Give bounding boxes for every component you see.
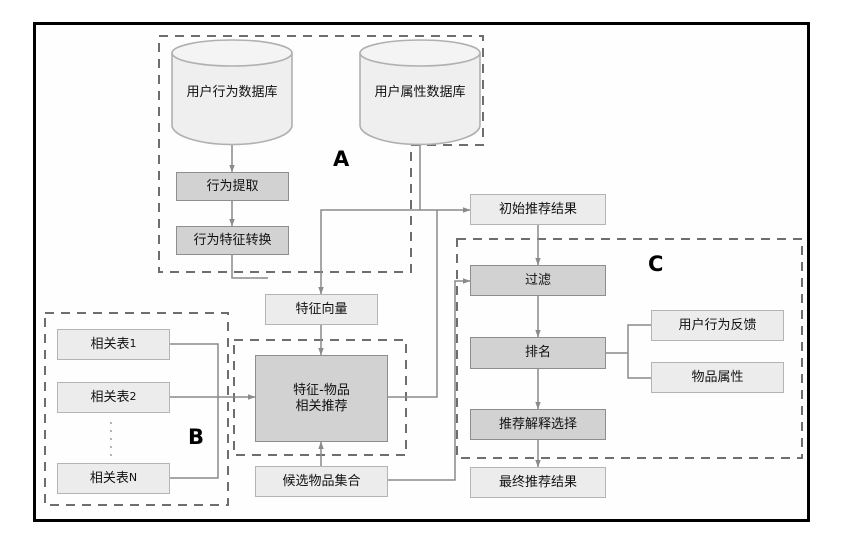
node-behavior-transform[interactable]: 行为特征转换 [176,226,289,255]
node-item-attribute[interactable]: 物品属性 [651,362,784,393]
node-final-result[interactable]: 最终推荐结果 [470,467,606,498]
node-user-feedback[interactable]: 用户行为反馈 [651,310,784,341]
node-feature-item-recommend[interactable]: 特征-物品 相关推荐 [255,355,388,442]
feature-item-rec-line-2: 相关推荐 [295,398,348,414]
relation-table-2-index: 2 [129,390,137,404]
db-user-behavior-label: 用户行为数据库 [186,84,278,100]
node-behavior-extract[interactable]: 行为提取 [176,172,289,201]
node-filter[interactable]: 过滤 [470,265,606,296]
db-user-attribute-label: 用户属性数据库 [374,84,466,100]
group-label-b: B [188,425,205,449]
group-label-a: A [333,147,350,171]
relation-table-1-text: 相关表 [90,336,130,352]
node-feature-vector[interactable]: 特征向量 [265,294,378,325]
node-initial-result[interactable]: 初始推荐结果 [470,194,606,225]
node-explain-select[interactable]: 推荐解释选择 [470,409,606,440]
node-ranking[interactable]: 排名 [470,337,606,369]
relation-table-n-text: 相关表 [89,470,129,486]
relation-table-1-index: 1 [129,337,137,351]
relation-table-n-index: N [128,471,138,485]
node-candidate-item-set[interactable]: 候选物品集合 [255,466,388,497]
relation-table-2-text: 相关表 [90,389,130,405]
group-label-c: C [648,252,664,276]
feature-item-rec-line-1: 特征-物品 [293,383,350,399]
